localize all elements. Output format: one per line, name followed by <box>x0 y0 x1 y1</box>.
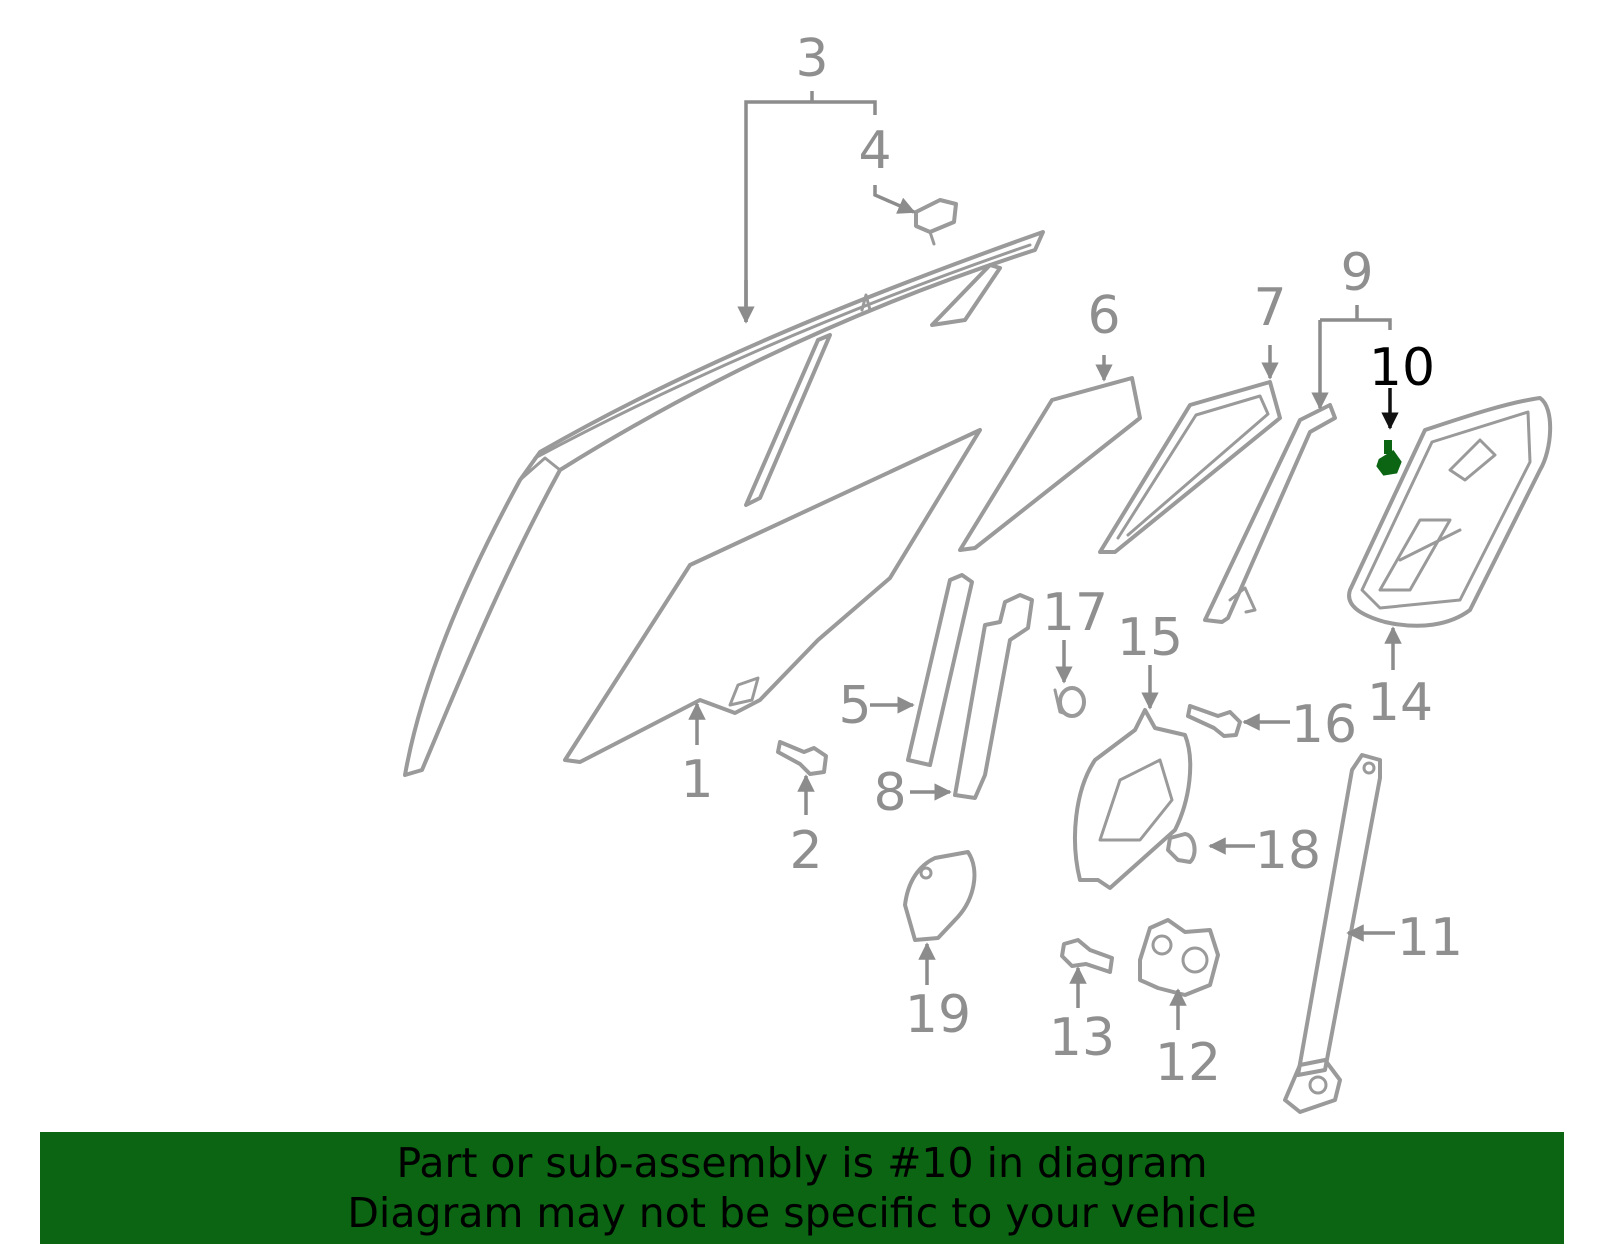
part-12-regulator-motor <box>1138 918 1220 997</box>
part-19-seal-patch <box>903 850 977 942</box>
part-5-guide <box>906 573 974 767</box>
part-14-access-panel <box>1347 396 1553 628</box>
callout-1: 1 <box>680 750 713 810</box>
part-15-motor-plate <box>1073 708 1193 890</box>
part-2-bolt <box>776 740 828 776</box>
callout-14: 14 <box>1367 673 1433 733</box>
part-7-vent-glass <box>1098 380 1282 554</box>
part-10-clip-highlighted <box>1376 440 1402 476</box>
callout-11: 11 <box>1397 908 1463 968</box>
callout-5: 5 <box>838 676 871 736</box>
part-11-regulator-rail <box>1283 753 1382 1114</box>
info-banner: Part or sub-assembly is #10 in diagram D… <box>40 1132 1564 1244</box>
callout-12: 12 <box>1155 1033 1221 1093</box>
part-4-clip <box>914 198 958 246</box>
part-6-quarter-glass <box>958 376 1142 552</box>
part-9-run-channel <box>1203 403 1337 624</box>
part-16-bolt <box>1186 704 1242 738</box>
part-18-clip <box>1166 832 1197 864</box>
part-3-window-frame <box>403 230 1045 777</box>
callout-4: 4 <box>858 121 891 181</box>
callout-19: 19 <box>905 985 971 1045</box>
callout-9: 9 <box>1340 243 1373 303</box>
callout-8: 8 <box>873 763 906 823</box>
leader-lines <box>688 91 1402 1030</box>
callout-3: 3 <box>795 29 828 89</box>
callout-6: 6 <box>1087 286 1120 346</box>
callout-17: 17 <box>1042 583 1108 643</box>
callout-10-highlighted: 10 <box>1369 338 1435 398</box>
callout-16: 16 <box>1291 695 1357 755</box>
banner-line-part: Part or sub-assembly is #10 in diagram <box>396 1139 1208 1187</box>
callout-18: 18 <box>1255 821 1321 881</box>
part-8-channel <box>953 593 1034 800</box>
callout-2: 2 <box>789 821 822 881</box>
callout-7: 7 <box>1253 278 1286 338</box>
callout-13: 13 <box>1049 1008 1115 1068</box>
part-13-bolt <box>1060 938 1114 974</box>
part-1-door-glass <box>563 428 982 764</box>
part-17-grommet <box>1053 686 1086 718</box>
banner-line-disclaimer: Diagram may not be specific to your vehi… <box>347 1189 1257 1237</box>
callout-15: 15 <box>1117 608 1183 668</box>
